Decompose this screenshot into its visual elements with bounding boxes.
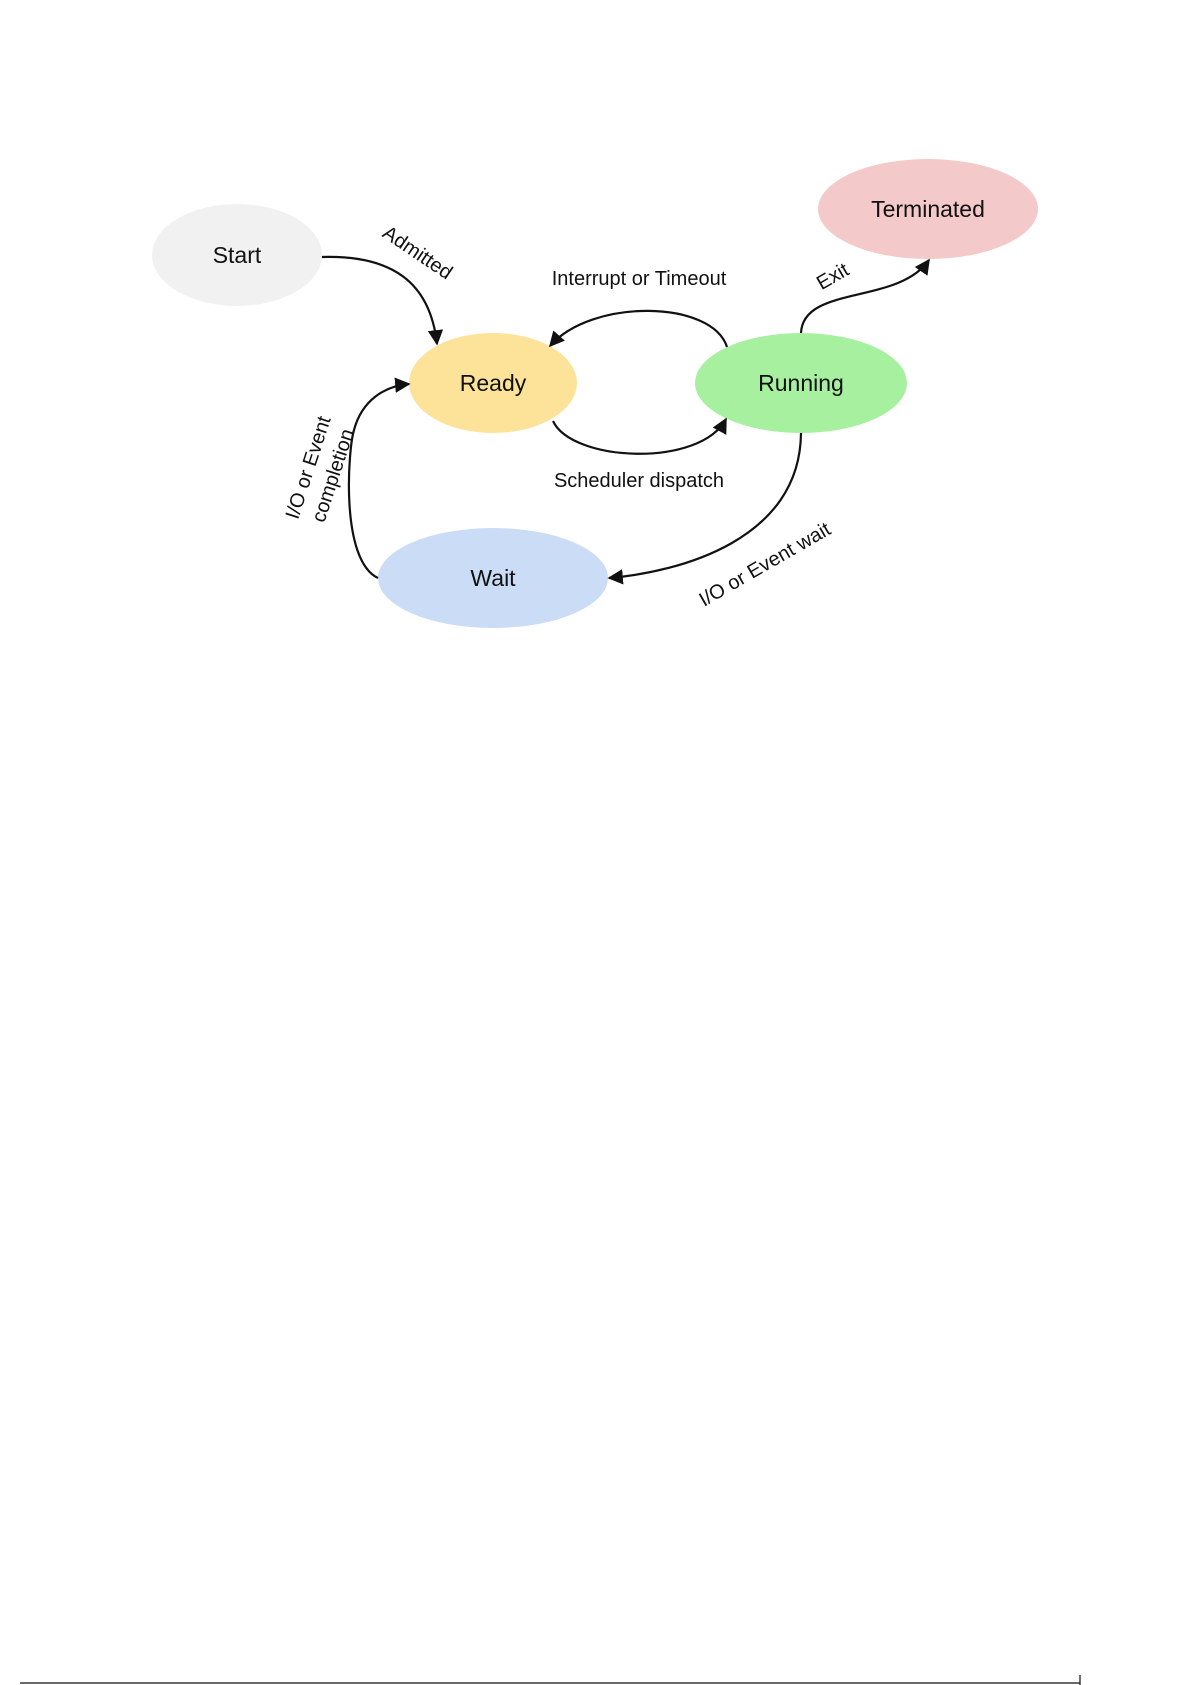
- node-wait: Wait: [378, 528, 608, 628]
- edge-dispatch-arrow: [553, 419, 726, 454]
- edge-label-interrupt: Interrupt or Timeout: [552, 268, 727, 290]
- node-terminated-label: Terminated: [871, 196, 985, 222]
- node-ready: Ready: [409, 333, 577, 433]
- edge-label-io-wait: I/O or Event wait: [695, 518, 834, 611]
- edge-admitted-arrow: [322, 257, 437, 344]
- node-start: Start: [152, 204, 322, 306]
- node-wait-label: Wait: [470, 565, 516, 591]
- edge-label-exit: Exit: [813, 259, 853, 295]
- node-ready-label: Ready: [460, 370, 527, 396]
- node-start-label: Start: [213, 242, 262, 268]
- edge-interrupt-arrow: [550, 311, 727, 347]
- node-running: Running: [695, 333, 907, 433]
- edge-label-dispatch: Scheduler dispatch: [554, 470, 724, 492]
- edge-label-admitted: Admitted: [378, 222, 456, 284]
- node-terminated: Terminated: [818, 159, 1038, 259]
- node-running-label: Running: [758, 370, 844, 396]
